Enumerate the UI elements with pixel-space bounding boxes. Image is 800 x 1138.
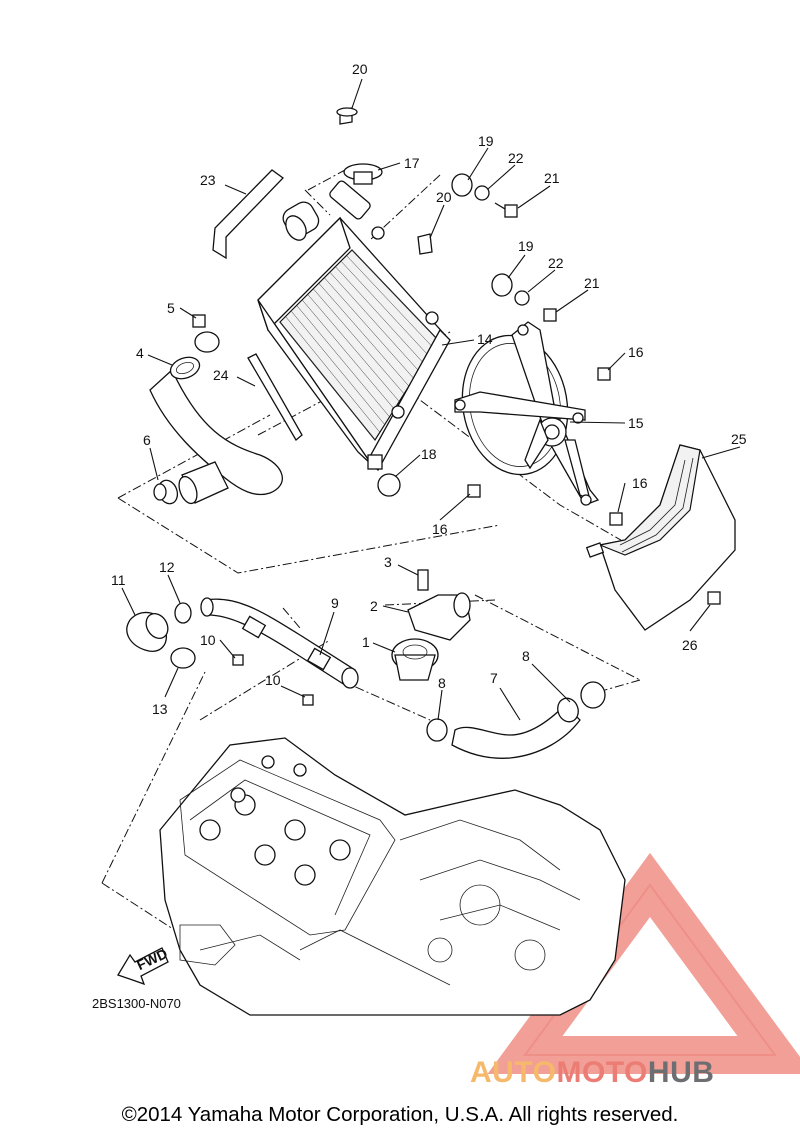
callout-4: 4 — [136, 345, 144, 361]
callout-16-upper: 16 — [628, 344, 644, 360]
radiator-core-line — [351, 249, 439, 341]
copyright-notice: ©2014 Yamaha Motor Corporation, U.S.A. A… — [121, 1103, 679, 1126]
fan-assembly — [454, 321, 600, 506]
radiator-core-line — [313, 288, 405, 395]
callout-13: 13 — [152, 701, 168, 717]
callout-16-lower: 16 — [432, 521, 448, 537]
hose-7 — [451, 681, 606, 759]
diagram-code: 2BS1300-N070 — [92, 996, 181, 1011]
callout-19-mid: 19 — [518, 238, 534, 254]
radiator-core-line — [335, 266, 424, 364]
callout-5: 5 — [167, 300, 175, 316]
radiator — [257, 180, 451, 472]
callout-22-mid: 22 — [548, 255, 564, 271]
watermark-text-auto: AUTO — [470, 1056, 557, 1089]
callout-numbers: 20 17 19 22 21 23 20 19 22 21 5 14 16 4 … — [111, 61, 747, 717]
radiator-core-line — [279, 321, 376, 441]
engine-block — [159, 737, 626, 1016]
radiator-core-line — [346, 255, 434, 348]
pipe-9 — [200, 597, 359, 689]
radiator-core-line — [301, 299, 395, 410]
radiator-core-line — [324, 277, 414, 379]
radiator-core-line — [296, 305, 390, 418]
radiator-core-line — [340, 260, 429, 356]
callout-11: 11 — [111, 572, 126, 588]
hose-11 — [126, 602, 196, 669]
callout-25: 25 — [731, 431, 747, 447]
callout-9: 9 — [331, 595, 339, 611]
callout-21-mid: 21 — [584, 275, 600, 291]
callout-8-left: 8 — [438, 675, 446, 691]
cover-2 — [407, 592, 471, 641]
callout-15: 15 — [628, 415, 644, 431]
callout-10-upper: 10 — [200, 632, 216, 648]
pipe-6 — [157, 461, 229, 505]
callout-19-top: 19 — [478, 133, 494, 149]
callout-24: 24 — [213, 367, 229, 383]
watermark-text: AUTOMOTOHUB — [470, 1056, 714, 1090]
callout-26: 26 — [682, 637, 698, 653]
radiator-core-line — [307, 294, 400, 402]
fwd-arrow-icon: FWD — [117, 945, 170, 986]
callout-8-right: 8 — [522, 648, 530, 664]
thermostat-1 — [391, 638, 439, 681]
callout-10-lower: 10 — [265, 672, 281, 688]
callout-17: 17 — [404, 155, 420, 171]
hose-4 — [149, 356, 283, 496]
radiator-core-line — [318, 283, 410, 387]
radiator-core-line — [290, 310, 385, 425]
callout-18: 18 — [421, 446, 437, 462]
watermark-text-moto: MOTO — [556, 1056, 648, 1089]
callout-1: 1 — [362, 634, 370, 650]
callout-6: 6 — [143, 432, 151, 448]
leader-lines — [121, 78, 741, 721]
callout-22-top: 22 — [508, 150, 524, 166]
hardware — [153, 107, 721, 742]
radiator-core-line — [285, 316, 381, 433]
callout-14: 14 — [477, 331, 493, 347]
callout-16-right: 16 — [632, 475, 648, 491]
watermark-text-hub: HUB — [647, 1056, 715, 1089]
callout-12: 12 — [159, 559, 175, 575]
callout-3: 3 — [384, 554, 392, 570]
radiator-core-line — [329, 271, 419, 371]
callout-21-top: 21 — [544, 170, 560, 186]
callout-2: 2 — [370, 598, 378, 614]
callout-7: 7 — [490, 670, 498, 686]
side-cover — [585, 444, 736, 631]
callout-23: 23 — [200, 172, 216, 188]
callout-20-top: 20 — [352, 61, 368, 77]
callout-20-mid: 20 — [436, 189, 452, 205]
